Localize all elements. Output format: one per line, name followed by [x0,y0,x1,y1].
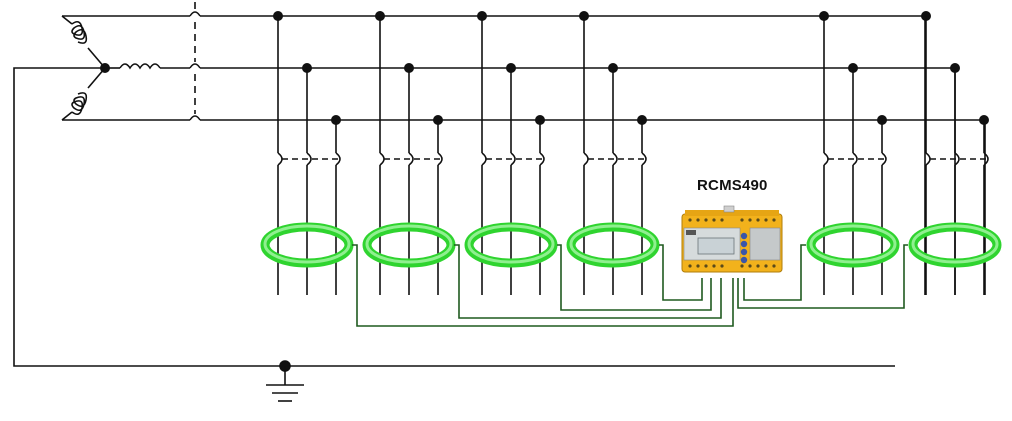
protective-earth-line [13,67,895,367]
breaker-contact [954,152,960,166]
breaker-contact [481,152,487,166]
device-label: RCMS490 [697,177,768,194]
current-transformer-highlight [569,224,657,264]
ground-symbol [266,360,304,402]
feeder-5 [806,11,900,295]
breaker-contact [612,152,618,166]
main-switch [189,2,201,121]
feeder-2 [362,11,456,295]
current-transformer-highlight [263,224,351,264]
feeder-6 [908,11,1002,295]
measuring-wire-3 [557,244,712,311]
breaker-contact [823,152,829,166]
bus-l3 [62,119,986,295]
measuring-wire-6 [737,244,908,309]
rcms490-device [681,205,783,273]
feeder-1 [260,11,354,295]
feeders [260,11,1002,295]
measuring-wire-2 [454,244,722,319]
measuring-wire-1 [352,244,734,327]
bus-bars [13,15,986,367]
measuring-wire-4 [659,244,703,301]
breaker-contact [641,152,647,166]
feeder-3 [464,11,558,295]
breaker-contact [852,152,858,166]
lcd-display [697,237,735,255]
current-transformer-highlight [365,224,453,264]
breaker-contact [539,152,545,166]
feeder-4 [566,11,660,295]
measuring-wire-5 [743,244,806,301]
breaker-contact [881,152,887,166]
breaker-contact [277,152,283,166]
breaker-contact [408,152,414,166]
measuring-wires [352,244,908,327]
device-buttons [740,232,748,264]
breaker-contact [335,152,341,166]
breaker-contact [925,152,931,166]
breaker-contact [583,152,589,166]
breaker-contact [983,152,989,166]
current-transformer-highlight [809,224,897,264]
current-transformer-highlight [467,224,555,264]
breaker-contact [437,152,443,166]
bus-l1 [62,15,926,295]
breaker-contact [306,152,312,166]
breaker-contact [379,152,385,166]
breaker-contact [510,152,516,166]
current-transformer-highlight [911,224,999,264]
